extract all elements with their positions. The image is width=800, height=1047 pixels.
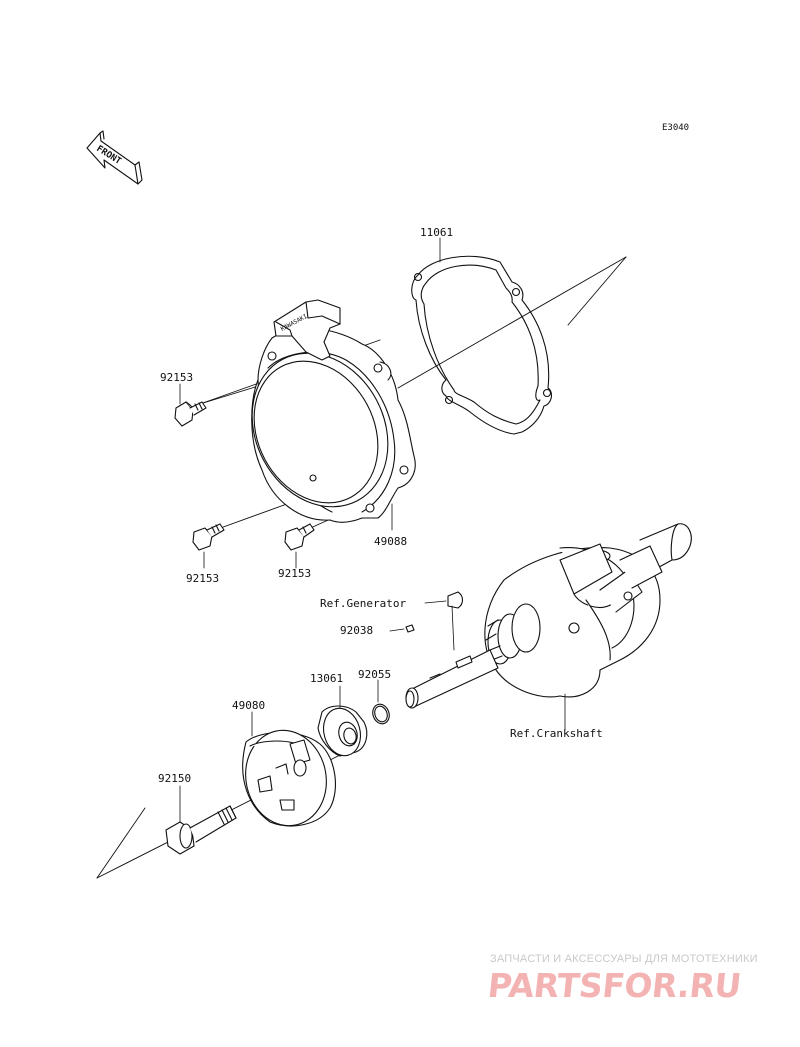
bolt-icon	[284, 523, 315, 551]
generator-key-icon	[447, 591, 464, 609]
label-bolt-upper-left: 92153	[160, 371, 193, 384]
crankshaft	[405, 523, 692, 709]
bolt-icon	[174, 401, 207, 427]
label-cover: 49088	[374, 535, 407, 548]
label-drive-pulley: 49080	[232, 699, 265, 712]
label-gasket: 11061	[420, 226, 453, 239]
key-icon	[405, 624, 415, 633]
watermark-logo: PARTSFOR.RU	[485, 966, 743, 1005]
label-o-ring: 92055	[358, 668, 391, 681]
label-bolt-main: 92150	[158, 772, 191, 785]
o-ring	[372, 703, 390, 725]
label-key: 92038	[340, 624, 373, 637]
label-ref-generator: Ref.Generator	[320, 597, 406, 610]
label-ref-crankshaft: Ref.Crankshaft	[510, 727, 603, 740]
gasket	[411, 255, 553, 435]
diagram-code: E3040	[662, 123, 689, 133]
label-bolt-lower-center: 92153	[278, 567, 311, 580]
label-bolt-lower-left: 92153	[186, 572, 219, 585]
main-bolt	[165, 805, 237, 855]
front-arrow-icon	[86, 130, 143, 185]
recoil-starter-cover	[251, 299, 416, 523]
leader-lines	[179, 237, 566, 823]
watermark-tagline: ЗАПЧАСТИ И АКСЕССУАРЫ ДЛЯ МОТОТЕХНИКИ	[490, 953, 758, 965]
seal-holder	[317, 705, 368, 757]
drive-pulley	[242, 729, 336, 827]
label-seal-holder: 13061	[310, 672, 343, 685]
bolt-icon	[192, 523, 225, 551]
